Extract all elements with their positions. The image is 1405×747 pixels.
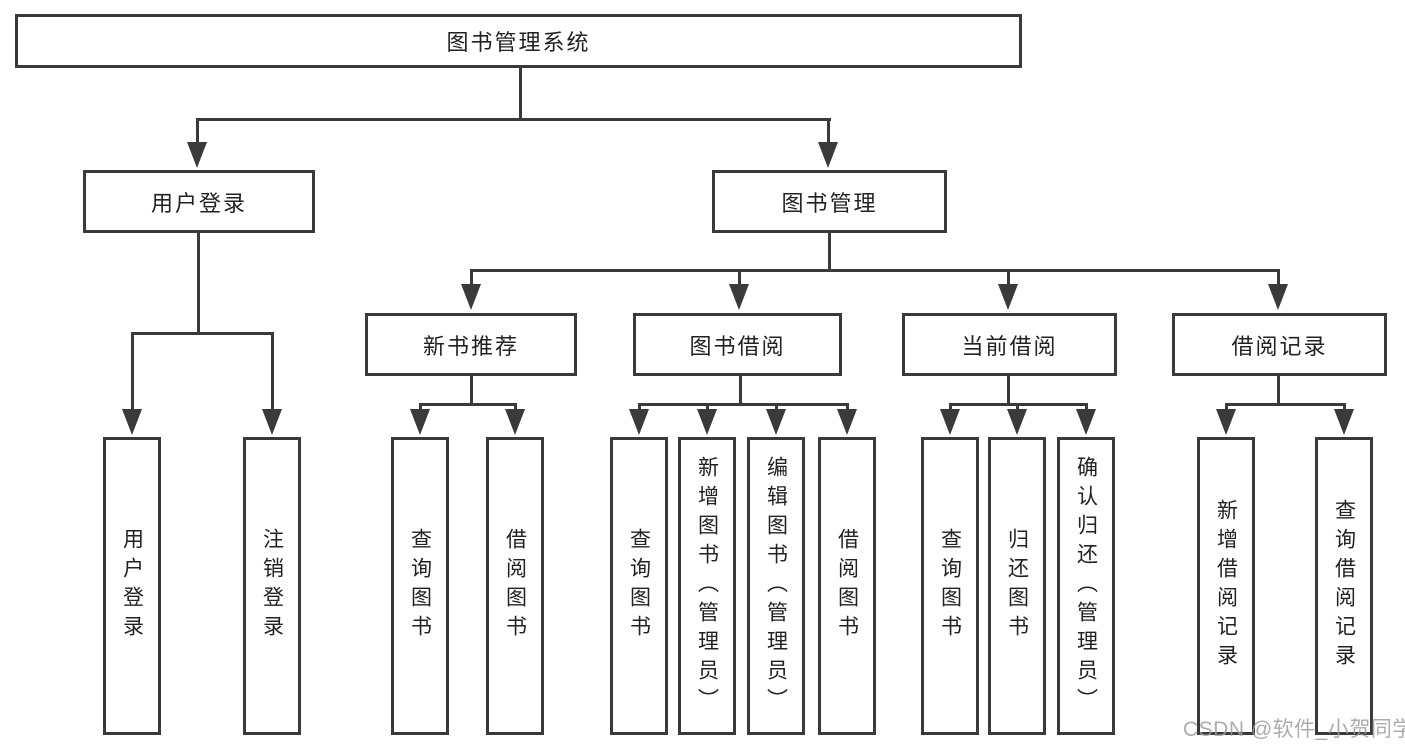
connector-arrowhead — [262, 409, 282, 435]
node-nbr-borrow-books: 借阅图书 — [486, 437, 544, 735]
connector-arrowhead — [410, 409, 430, 435]
connector-line — [470, 269, 1280, 272]
connector-line — [470, 269, 473, 287]
connector-arrowhead — [1268, 284, 1288, 310]
connector-arrowhead — [1076, 409, 1096, 435]
connector-line — [197, 232, 200, 335]
connector-line — [846, 403, 849, 412]
connector-line — [271, 332, 274, 410]
node-br-add-borrow-record: 新增借阅记录 — [1197, 437, 1255, 735]
node-cb-return-books: 归还图书 — [988, 437, 1046, 735]
connector-line — [419, 403, 422, 412]
connector-line — [775, 403, 778, 412]
node-bb-add-books-admin: 新增图书（管理员） — [678, 437, 736, 735]
connector-line — [1277, 269, 1280, 287]
node-book-borrowing: 图书借阅 — [633, 313, 842, 376]
node-bb-borrow-books: 借阅图书 — [818, 437, 876, 735]
connector-line — [1016, 403, 1019, 412]
connector-line — [1343, 403, 1346, 412]
node-book-management: 图书管理 — [712, 170, 947, 233]
connector-arrowhead — [697, 409, 717, 435]
connector-line — [470, 376, 473, 405]
connector-line — [1225, 403, 1346, 406]
node-library-management-system: 图书管理系统 — [15, 14, 1022, 68]
connector-line — [514, 403, 517, 412]
connector-line — [1277, 376, 1280, 405]
connector-arrowhead — [1007, 409, 1027, 435]
connector-line — [827, 118, 830, 146]
connector-arrowhead — [461, 284, 481, 310]
connector-line — [196, 118, 831, 121]
connector-line — [739, 376, 742, 405]
connector-arrowhead — [1334, 409, 1354, 435]
connector-arrowhead — [837, 409, 857, 435]
node-user-login-action: 用户登录 — [103, 437, 161, 735]
node-new-book-recommendation: 新书推荐 — [365, 313, 577, 376]
node-cb-query-books: 查询图书 — [921, 437, 979, 735]
connector-arrowhead — [187, 142, 207, 168]
connector-line — [131, 332, 134, 410]
connector-line — [131, 332, 274, 335]
connector-line — [828, 232, 831, 272]
connector-arrowhead — [729, 284, 749, 310]
connector-arrowhead — [1216, 409, 1236, 435]
connector-line — [419, 403, 517, 406]
connector-line — [738, 269, 741, 287]
node-bb-query-books: 查询图书 — [610, 437, 668, 735]
connector-arrowhead — [122, 409, 142, 435]
connector-arrowhead — [818, 142, 838, 168]
connector-line — [706, 403, 709, 412]
node-cb-confirm-return-admin: 确认归还（管理员） — [1057, 437, 1115, 735]
node-current-borrowing: 当前借阅 — [902, 313, 1117, 376]
node-br-query-borrow-record: 查询借阅记录 — [1315, 437, 1373, 735]
connector-line — [196, 118, 199, 146]
node-borrowing-records: 借阅记录 — [1172, 313, 1387, 376]
node-logout: 注销登录 — [243, 437, 301, 735]
watermark-text: CSDN @软件_小贺同学 — [1183, 718, 1405, 741]
node-bb-edit-books-admin: 编辑图书（管理员） — [747, 437, 805, 735]
node-user-login: 用户登录 — [83, 170, 315, 233]
connector-line — [1007, 376, 1010, 405]
node-nbr-query-books: 查询图书 — [391, 437, 449, 735]
connector-arrowhead — [940, 409, 960, 435]
connector-arrowhead — [505, 409, 525, 435]
connector-arrowhead — [629, 409, 649, 435]
connector-line — [1225, 403, 1228, 412]
connector-arrowhead — [998, 284, 1018, 310]
connector-line — [519, 66, 522, 120]
connector-line — [1085, 403, 1088, 412]
connector-line — [949, 403, 952, 412]
connector-line — [638, 403, 641, 412]
connector-line — [638, 403, 849, 406]
connector-arrowhead — [766, 409, 786, 435]
connector-line — [1007, 269, 1010, 287]
